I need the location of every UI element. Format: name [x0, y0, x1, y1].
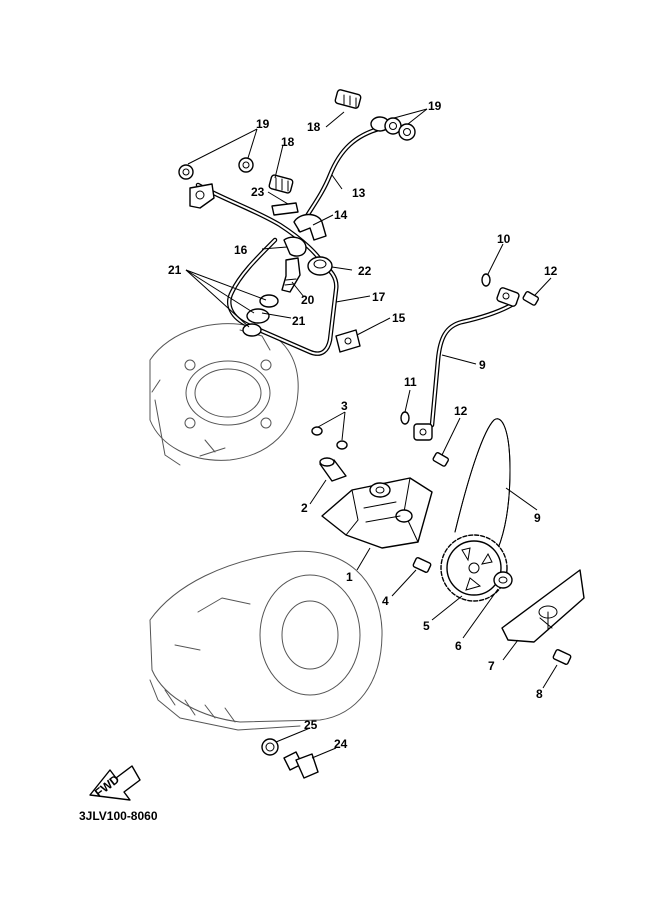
- fitting-10-top: [496, 287, 520, 307]
- callout-18-left: 18: [281, 135, 295, 149]
- cap-22: [307, 256, 333, 276]
- callout-19-top: 19: [428, 99, 442, 113]
- callout-24: 24: [334, 737, 348, 751]
- union-bolt-18-top: [334, 89, 390, 132]
- washers-21: [242, 294, 279, 337]
- callout-22: 22: [358, 264, 372, 278]
- callout-21-left: 21: [168, 263, 182, 277]
- bolt-4: [412, 557, 432, 573]
- callout-10: 9: [479, 358, 486, 372]
- bolt-20: [281, 257, 301, 293]
- diagram-code: 3JLV100-8060: [79, 809, 158, 823]
- callout-4: 4: [382, 594, 389, 608]
- union-bolt-18-left: [268, 174, 294, 194]
- callout-25: 25: [304, 718, 318, 732]
- oil-pipe-17: [227, 237, 339, 356]
- fitting-10-bottom: [413, 423, 433, 441]
- drain-bolt-24: [283, 751, 319, 779]
- cylinder-head-outline: [149, 323, 299, 466]
- pipe-fitting-left: [189, 183, 215, 209]
- callouts: 19 18 23 18 19 13 14 16 22 20 21 21 17 1…: [168, 99, 558, 751]
- callout-3: 3: [341, 399, 348, 413]
- crankcase-outline: [149, 550, 383, 731]
- callout-12-bottom: 12: [454, 404, 468, 418]
- callout-11-top: 10: [497, 232, 511, 246]
- dowel-pin-2: [319, 457, 347, 482]
- fwd-arrow-icon: FWD: [89, 765, 141, 801]
- oil-pump-chain-9: [454, 418, 511, 569]
- callout-23: 23: [251, 185, 265, 199]
- callout-17: 17: [372, 290, 386, 304]
- callout-2: 2: [301, 501, 308, 515]
- callout-5: 5: [423, 619, 430, 633]
- oil-pump-1: [321, 477, 433, 549]
- callout-1: 1: [346, 570, 353, 584]
- sprocket-5: [440, 534, 508, 602]
- bolt-6: [493, 571, 513, 589]
- callout-21-right: 21: [292, 314, 306, 328]
- oil-pipe-10: [429, 300, 518, 428]
- callout-19-left: 19: [256, 117, 270, 131]
- callout-9: 9: [534, 511, 541, 525]
- callout-14: 14: [334, 208, 348, 222]
- gasket-25: [261, 738, 279, 756]
- callout-11-bottom: 11: [404, 375, 417, 389]
- callout-15: 15: [392, 311, 406, 325]
- callout-12-top: 12: [544, 264, 558, 278]
- gasket-19: [178, 117, 416, 180]
- callout-13: 13: [352, 186, 366, 200]
- callout-6: 6: [455, 639, 462, 653]
- callout-7: 7: [488, 659, 495, 673]
- guide-23: [271, 202, 299, 216]
- bolts-12: [432, 291, 540, 467]
- o-rings-11: [400, 273, 491, 425]
- joint-16: [283, 236, 307, 257]
- callout-18-top: 18: [307, 120, 321, 134]
- clamp-14: [293, 213, 327, 241]
- leader-lines: [185, 108, 558, 759]
- o-rings-3: [311, 426, 348, 450]
- callout-8: 8: [536, 687, 543, 701]
- callout-16: 16: [234, 243, 248, 257]
- cover-7: [501, 569, 585, 643]
- bracket-15: [335, 329, 361, 353]
- callout-20: 20: [301, 293, 315, 307]
- bolt-8: [552, 649, 572, 665]
